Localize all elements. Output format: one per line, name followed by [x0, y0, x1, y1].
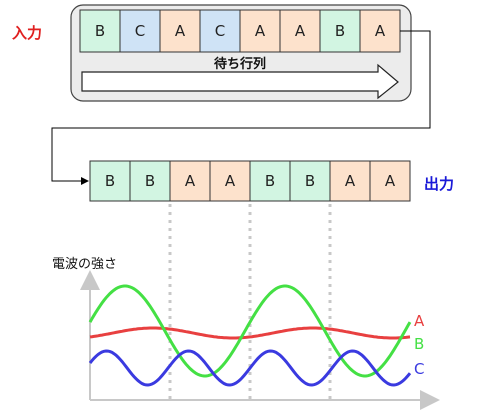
- output-cell-label: A: [385, 172, 396, 190]
- input-cell-label: A: [295, 22, 306, 40]
- output-cell-label: B: [305, 172, 315, 190]
- output-cell: [289, 160, 331, 202]
- wave-c: [88, 349, 412, 387]
- output-label: 出力: [424, 175, 454, 193]
- queue-label: 待ち行列: [213, 56, 266, 72]
- input-cell: [159, 9, 201, 53]
- input-cell: [279, 9, 321, 53]
- output-cell: [369, 160, 411, 202]
- input-cell-label: C: [215, 22, 225, 40]
- output-cell: [249, 160, 291, 202]
- output-cell-label: A: [225, 172, 236, 190]
- series-label-c: C: [414, 360, 424, 378]
- input-cell-label: A: [175, 22, 186, 40]
- input-cell-label: B: [95, 22, 105, 40]
- queue-arrow-icon: [81, 63, 399, 100]
- input-cell: [359, 9, 401, 53]
- connector-arrow: [51, 30, 431, 185]
- series-label-b: B: [414, 335, 424, 353]
- output-cell: [209, 160, 251, 202]
- input-cell-label: A: [375, 22, 386, 40]
- output-cell: [129, 160, 171, 202]
- input-cell-label: A: [255, 22, 266, 40]
- input-cell: [199, 9, 241, 53]
- output-cell-label: A: [345, 172, 356, 190]
- output-cell-label: B: [105, 172, 115, 190]
- wave-axis-title: 電波の強さ: [52, 257, 117, 272]
- input-cell: [79, 9, 121, 53]
- wave-a: [89, 326, 411, 340]
- input-label: 入力: [12, 24, 42, 42]
- output-cell-label: A: [185, 172, 196, 190]
- input-cell: [119, 9, 161, 53]
- input-cell-label: B: [335, 22, 345, 40]
- input-cell: [239, 9, 281, 53]
- output-cell-label: B: [265, 172, 275, 190]
- input-cell-label: C: [135, 22, 145, 40]
- output-cell: [329, 160, 371, 202]
- output-cell-label: B: [145, 172, 155, 190]
- wave-b: [88, 284, 412, 378]
- series-label-a: A: [414, 312, 425, 330]
